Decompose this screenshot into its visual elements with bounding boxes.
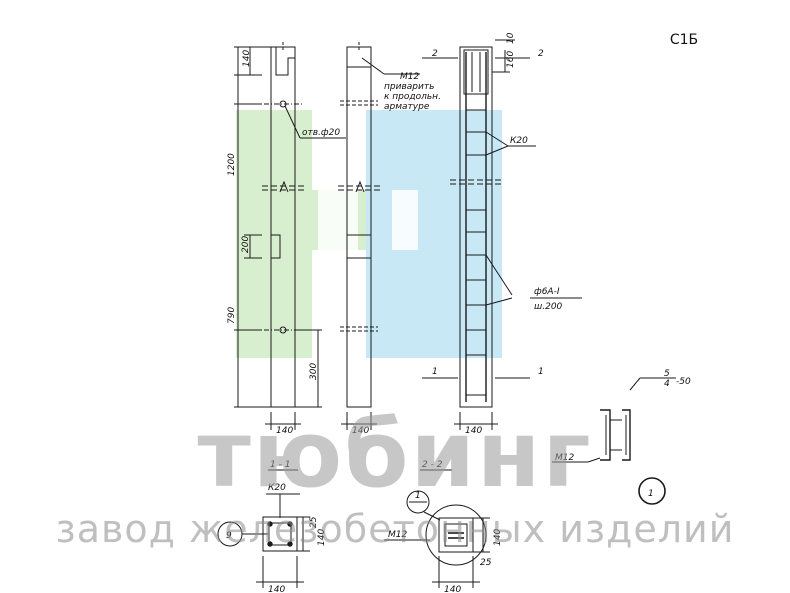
side-slot (271, 234, 281, 259)
s2-detail-circle (425, 504, 487, 566)
logo-blue-block (366, 110, 502, 358)
section-2-outline (438, 517, 474, 553)
weld-leader (361, 57, 385, 75)
detail-ref: 1 (648, 489, 654, 499)
watermark-brand: тюбинг (197, 401, 592, 508)
section-mark-1-left: 1 (432, 367, 438, 377)
section-2-title: 2 - 2 (422, 460, 443, 470)
s1-dim-140v: 140 (317, 529, 327, 546)
detail-m12: М12 (555, 453, 574, 463)
embedded-plate (463, 49, 489, 95)
logo-watermark (236, 110, 502, 358)
detail-ref-circle (638, 477, 666, 505)
s2-m12: М12 (388, 530, 407, 540)
dim-300: 300 (309, 363, 319, 380)
s2-dim-140h: 140 (444, 585, 461, 593)
weld-note-2: приварить (384, 82, 434, 92)
dim-160: 160 (506, 51, 516, 68)
s2-dim-25: 25 (480, 558, 492, 568)
section-mark-1-right: 1 (538, 367, 544, 377)
dim-1200: 1200 (227, 153, 237, 176)
elevation-side (338, 42, 420, 430)
dim-10: 10 (506, 32, 516, 44)
detail-plate (552, 377, 676, 505)
rebar-spec-1: ф6А-I (534, 287, 560, 297)
elevation-reinforcement (422, 39, 582, 430)
s2-callout-1: 1 (415, 491, 421, 501)
detail-dim: -50 (676, 377, 691, 387)
hole-leader (284, 105, 301, 139)
rebar-leader (485, 254, 513, 296)
section-1-title: 1 - 1 (270, 460, 290, 470)
weld-note-3: к продольн. (384, 92, 441, 102)
detail-frac-top: 5 (664, 369, 670, 379)
dim-140-elev3: 140 (465, 426, 482, 436)
s1-dim-140h: 140 (268, 585, 285, 593)
section-mark-2-right: 2 (538, 49, 544, 59)
dim-140-elev2: 140 (352, 426, 369, 436)
weld-note-4: арматуре (384, 102, 430, 112)
detail-channel (600, 409, 611, 461)
top-notch (275, 47, 295, 76)
hole-note: отв.ф20 (302, 128, 340, 138)
weld-note-1: М12 (400, 72, 419, 82)
logo-white-gap (318, 190, 358, 310)
dim-790: 790 (227, 307, 237, 324)
section-2-2 (384, 469, 490, 588)
s2-callout-circle (406, 490, 430, 514)
k20-leader (485, 131, 509, 147)
elevation-front (234, 42, 346, 430)
dim-200: 200 (241, 236, 251, 253)
s1-k20: К20 (268, 483, 286, 493)
column-outline-rebar (459, 46, 493, 408)
s2-dim-140v: 140 (493, 529, 503, 546)
s1-callout-9: 9 (226, 531, 232, 541)
section-1-1 (217, 469, 310, 588)
rebar-spec-2: ш.200 (534, 302, 563, 312)
logo-white-gap-2 (392, 190, 418, 250)
s1-dim-25: 25 (309, 516, 319, 528)
dim-140-top: 140 (242, 50, 252, 67)
watermark-tagline: завод железобетонных изделий (56, 507, 735, 551)
detail-frac-bottom: 4 (664, 379, 670, 389)
sheet-code: С1Б (670, 32, 698, 48)
break-zigzag (279, 180, 289, 193)
dim-140-elev1: 140 (276, 426, 293, 436)
section-mark-2-left: 2 (432, 49, 438, 59)
annotations: 140 1200 200 790 300 140 140 140 отв.ф20… (226, 32, 691, 593)
k20-label: К20 (510, 136, 528, 146)
